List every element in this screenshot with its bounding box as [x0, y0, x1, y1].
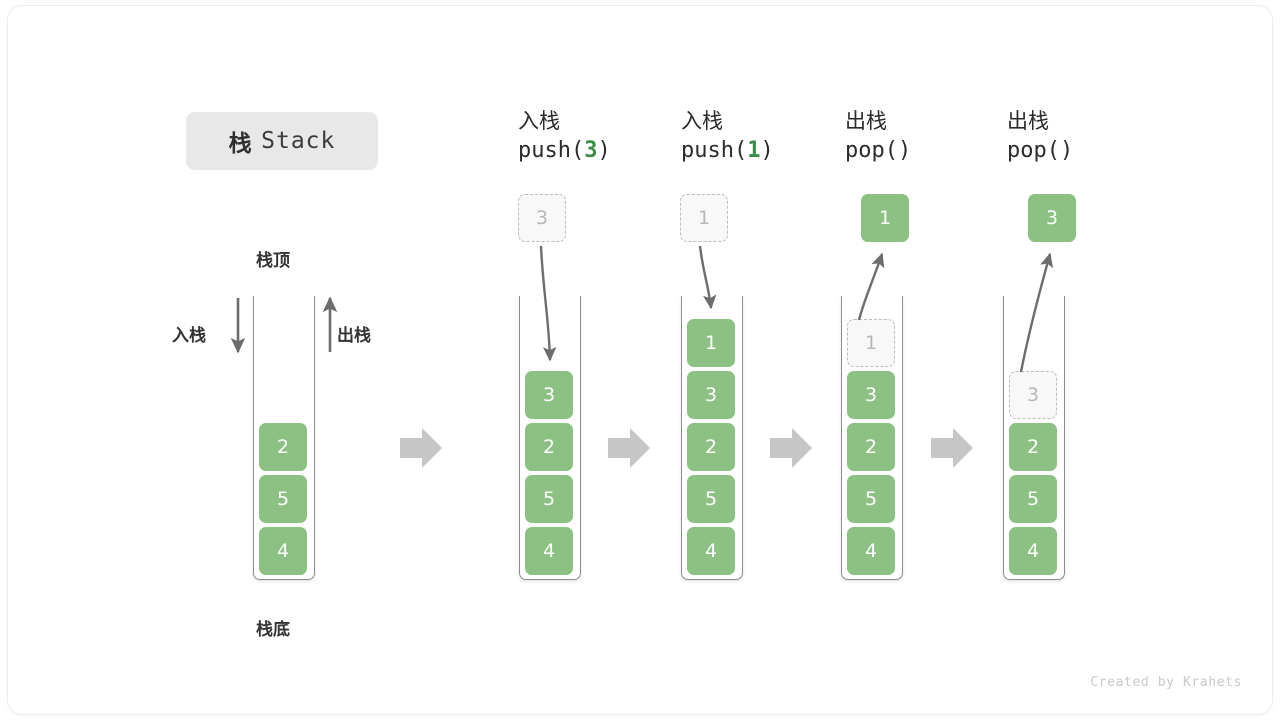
footer-credit: Created by Krahets [1090, 675, 1242, 690]
stack-block: 2 [259, 423, 307, 471]
pop-direction-label: 出栈 [337, 326, 371, 346]
stack-block: 3 [525, 371, 573, 419]
stage-header-push-3: 入栈 push(3) [518, 108, 708, 166]
stack-block: 5 [525, 475, 573, 523]
stack-block: 2 [525, 423, 573, 471]
stack-block: 5 [687, 475, 735, 523]
stack-block: 4 [259, 527, 307, 575]
stack-bottom-label: 栈底 [256, 620, 290, 640]
stack-container-pop-1 [841, 296, 903, 580]
stack-block: 5 [1009, 475, 1057, 523]
stack-block: 4 [1009, 527, 1057, 575]
title-english: Stack [261, 128, 336, 154]
push-direction-label: 入栈 [172, 326, 206, 346]
title-chinese: 栈 [228, 131, 253, 157]
stack-block: 2 [847, 423, 895, 471]
code-prefix: push( [681, 138, 748, 163]
stack-block: 3 [847, 371, 895, 419]
code-suffix: ) [760, 138, 774, 163]
code-suffix: ) [897, 138, 912, 163]
stage-op-code: push(1) [681, 135, 871, 166]
stack-block: 1 [687, 319, 735, 367]
stage-op-cn: 出栈 [1007, 109, 1049, 133]
stage-header-pop-1: 出栈 pop() [845, 108, 1035, 166]
stage-op-cn: 入栈 [518, 109, 560, 133]
stack-container-push-1 [681, 296, 743, 580]
floating-block-ghost: 3 [518, 194, 566, 242]
stack-block: 4 [687, 527, 735, 575]
stack-block: 3 [687, 371, 735, 419]
code-prefix: pop( [845, 138, 898, 163]
stack-container-initial [253, 296, 315, 580]
stack-block: 5 [259, 475, 307, 523]
stage-header-pop-3: 出栈 pop() [1007, 108, 1197, 166]
code-arg: 3 [584, 138, 598, 163]
stack-container-push-3 [519, 296, 581, 580]
stack-block: 2 [1009, 423, 1057, 471]
code-arg: 1 [747, 138, 761, 163]
stack-top-label: 栈顶 [256, 251, 290, 271]
floating-block-popped: 3 [1028, 194, 1076, 242]
stage-op-code: pop() [845, 135, 1035, 166]
stage-op-code: push(3) [518, 135, 708, 166]
stack-block-ghost: 3 [1009, 371, 1057, 419]
code-suffix: ) [1059, 138, 1074, 163]
stack-block: 5 [847, 475, 895, 523]
code-prefix: pop( [1007, 138, 1060, 163]
code-prefix: push( [518, 138, 585, 163]
code-suffix: ) [597, 138, 611, 163]
stage-op-cn: 出栈 [845, 109, 887, 133]
stack-container-pop-3 [1003, 296, 1065, 580]
stage-header-push-1: 入栈 push(1) [681, 108, 871, 166]
stack-block-ghost: 1 [847, 319, 895, 367]
stage-op-code: pop() [1007, 135, 1197, 166]
stage-op-cn: 入栈 [681, 109, 723, 133]
stack-block: 4 [847, 527, 895, 575]
stack-block: 4 [525, 527, 573, 575]
floating-block-ghost: 1 [680, 194, 728, 242]
floating-block-popped: 1 [861, 194, 909, 242]
stack-block: 2 [687, 423, 735, 471]
stack-title-chip: 栈 Stack [186, 112, 378, 170]
